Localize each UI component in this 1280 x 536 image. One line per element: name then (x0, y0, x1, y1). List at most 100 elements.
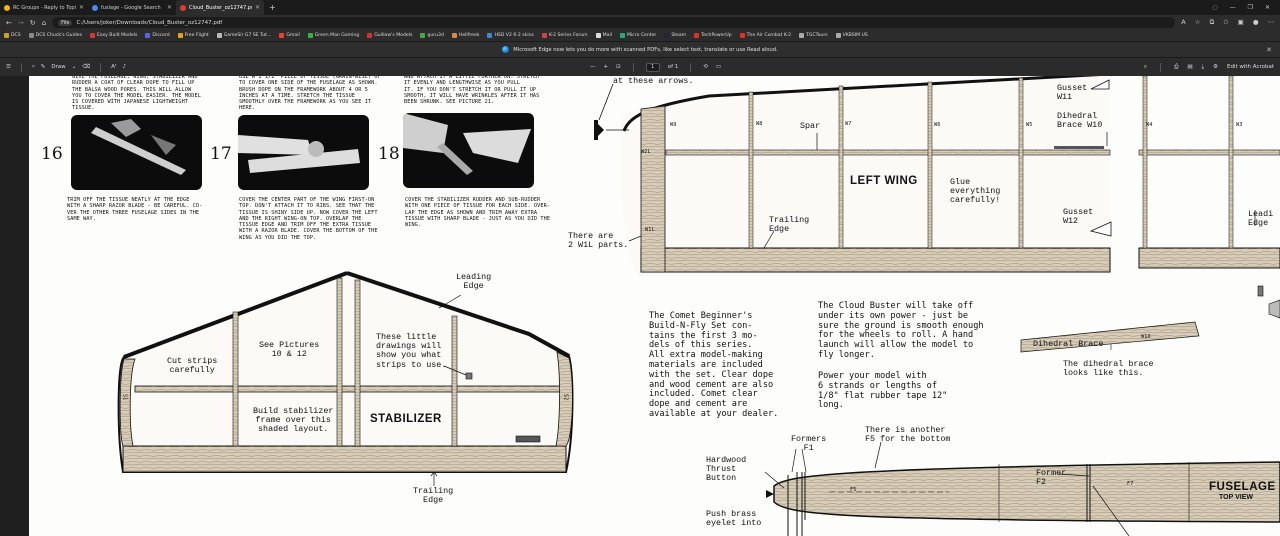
bookmark-item[interactable]: HSD V2 6-2 skins (487, 33, 534, 38)
home-icon[interactable]: ⌂ (41, 18, 47, 27)
rib-w4: W4 (1146, 122, 1153, 128)
bookmark-icon (664, 33, 670, 38)
close-tab-icon[interactable]: ✕ (254, 4, 260, 11)
page-number-input[interactable]: 1 (645, 62, 660, 72)
collections-icon[interactable]: ▣ (1237, 18, 1244, 26)
bookmark-item[interactable]: Green Man Gaming (307, 33, 360, 38)
more-menu-icon[interactable]: ⋯ (1267, 18, 1275, 26)
fuselage-drawing (764, 441, 1280, 536)
bookmark-item[interactable]: GameSir G7 SE Tut... (216, 33, 271, 38)
zoom-out-icon[interactable]: — (590, 64, 596, 70)
read-aloud-icon[interactable]: ♪ (122, 64, 126, 70)
bookmark-label: Steam (671, 33, 687, 38)
rib-w5: W5 (1026, 122, 1033, 128)
thrust-button-label: Hardwood Thrust Button (706, 455, 747, 484)
plan-drawing (117, 76, 1280, 536)
highlight-icon[interactable]: ▿ (31, 64, 35, 70)
bookmark-item[interactable]: VKBSIM US (835, 33, 868, 38)
zoom-in-icon[interactable]: + (603, 64, 609, 70)
bookmark-item[interactable]: Steam (664, 33, 686, 38)
bookmark-item[interactable]: Guillow's Models (367, 33, 412, 38)
search-icon[interactable]: ⌕ (1143, 63, 1147, 70)
bookmark-item[interactable]: guru3d (420, 33, 444, 38)
dihedral-brace-w10: W10 (1141, 334, 1151, 340)
rib-w8: W8 (756, 121, 763, 127)
bookmark-item[interactable]: Mail (595, 33, 612, 38)
pdf-page: GIVE THE FUSELAGE, WING, STABILIZER AND … (29, 76, 1280, 536)
settings-icon[interactable]: ⚙ (1213, 64, 1218, 70)
rib-w2l: W2L (641, 149, 651, 155)
close-tab-icon[interactable]: ✕ (78, 4, 84, 11)
rib-w3: W3 (1236, 122, 1243, 128)
bookmark-icon (487, 33, 493, 38)
dihedral-brace-note: The dihedral brace looks like this. (1063, 359, 1154, 379)
contents-icon[interactable]: ☰ (6, 64, 11, 70)
bookmark-item[interactable]: Easy Built Models (90, 33, 137, 38)
close-tab-icon[interactable]: ✕ (166, 4, 172, 11)
extensions-icon[interactable]: ⧉ (1209, 18, 1215, 26)
bookmark-icon (420, 33, 426, 38)
instruction-15: GIVE THE FUSELAGE, WING, STABILIZER AND … (72, 76, 201, 112)
save-as-icon[interactable]: ⤓ (1201, 63, 1205, 70)
photo-17 (238, 115, 369, 190)
bookmark-item[interactable]: Discord (145, 33, 170, 38)
bookmark-label: Green Man Gaming (314, 33, 360, 38)
print-icon[interactable]: ⎙ (1173, 63, 1179, 70)
copilot-icon[interactable]: ◌ (1212, 4, 1218, 11)
new-tab-button[interactable]: + (269, 3, 276, 12)
bookmark-item[interactable]: DCS (4, 33, 21, 38)
tab-rcgroups[interactable]: RC Groups - Reply to Topic ✕ (0, 0, 88, 15)
bookmark-item[interactable]: Hellfreek (451, 33, 479, 38)
stabilizer-drawing (117, 271, 574, 486)
profile-icon[interactable]: ● (1252, 18, 1259, 26)
forward-icon[interactable]: → (17, 18, 24, 27)
tab-google-search[interactable]: fuslage - Google Search ✕ (88, 0, 176, 15)
refresh-icon[interactable]: ↻ (29, 18, 36, 27)
draw-pen-icon[interactable]: ✎ (40, 64, 46, 70)
tab-pdf[interactable]: Cloud_Buster_oz12747.pdf ✕ (176, 0, 264, 15)
gusset-w11-label: Gusset W11 (1057, 83, 1088, 103)
brass-eyelet-label: Push brass eyelet into (706, 509, 762, 529)
bookmark-icon (451, 33, 457, 38)
rotate-icon[interactable]: ⟲ (703, 64, 708, 70)
bookmark-item[interactable]: Free Flight (177, 33, 209, 38)
bookmark-item[interactable]: Gmail (279, 33, 300, 38)
address-input[interactable]: File C:/Users/joker/Downloads/Cloud_Bust… (52, 17, 1176, 28)
favorites-icon[interactable]: ✩ (1223, 18, 1229, 26)
bookmark-icon (90, 33, 96, 38)
close-window-icon[interactable]: ✕ (1264, 4, 1270, 11)
back-icon[interactable]: ← (6, 18, 12, 27)
page-view-icon[interactable]: ▭ (715, 64, 722, 70)
bookmark-label: Free Flight (184, 33, 209, 38)
save-icon[interactable]: ▤ (1187, 64, 1193, 70)
close-banner-icon[interactable]: ✕ (1266, 45, 1272, 54)
left-wing-title: LEFT WING (850, 175, 918, 187)
bookmark-item[interactable]: TGCTours (799, 33, 828, 38)
text-icon[interactable]: Aᵗ (111, 64, 117, 70)
bookmark-item[interactable]: Micro Center (620, 33, 656, 38)
bookmark-item[interactable]: The Air Combat K-2 (739, 33, 791, 38)
edit-acrobat-button[interactable]: Edit with Acrobat (1226, 64, 1274, 70)
bookmark-item[interactable]: DCS Chuck's Guides (28, 33, 83, 38)
read-aloud-icon[interactable]: A (1181, 18, 1186, 26)
bookmark-label: DCS Chuck's Guides (35, 33, 83, 38)
fuselage-top-view-label: TOP VIEW (1219, 494, 1253, 501)
erase-icon[interactable]: ⌫ (82, 64, 91, 70)
photo-16-image (91, 119, 186, 175)
stab-build-label: Build stabilizer frame over this shaded … (253, 406, 334, 435)
bookmark-icon (28, 33, 34, 38)
bookmark-item[interactable]: K-2 Series Forum (541, 33, 588, 38)
draw-button[interactable]: Draw (51, 64, 66, 70)
caption-17: COVER THE CENTER PART OF THE WING FIRST-… (239, 197, 378, 241)
chevron-down-icon[interactable]: ⌄ (71, 64, 77, 70)
minimize-icon[interactable]: — (1229, 4, 1236, 11)
photo-16 (71, 115, 202, 190)
maximize-icon[interactable]: ❐ (1247, 4, 1253, 11)
pdf-toolbar: ☰ ▿ ✎ Draw ⌄ ⌫ Aᵗ ♪ — + ⊡ 1 of 1 ⟲ ▭ ⌕ ⎙… (0, 58, 1280, 76)
step-number-18: 18 (378, 144, 400, 164)
fit-page-icon[interactable]: ⊡ (616, 64, 621, 70)
bookmark-icon (694, 33, 700, 38)
pdf-viewport[interactable]: GIVE THE FUSELAGE, WING, STABILIZER AND … (0, 76, 1280, 536)
favorite-star-icon[interactable]: ☆ (1194, 18, 1201, 26)
bookmark-item[interactable]: TechPowerUp (694, 33, 732, 38)
